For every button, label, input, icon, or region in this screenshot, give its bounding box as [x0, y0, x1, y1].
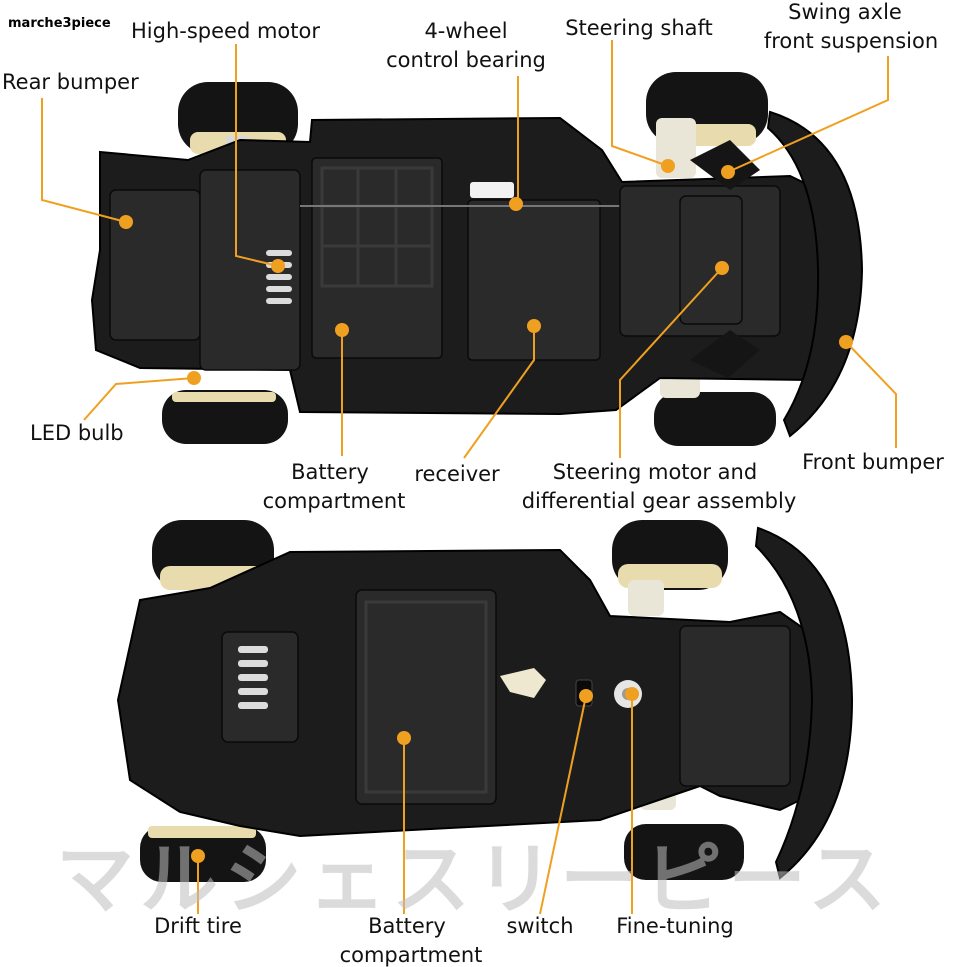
label-high-speed-motor: High-speed motor	[131, 19, 320, 43]
bottom-motor-spring	[238, 646, 268, 709]
label-battery-bottom-line2: compartment	[340, 943, 483, 967]
label-four-wheel-line2: control bearing	[386, 48, 546, 72]
leader-lines	[41, 40, 897, 915]
label-battery-top-line2: compartment	[263, 489, 406, 513]
label-fine-tuning: Fine-tuning	[616, 914, 734, 938]
label-front-bumper: Front bumper	[802, 450, 944, 474]
label-swing-axle-line2: front suspension	[764, 29, 938, 53]
label-battery-top-line1: Battery	[291, 460, 369, 484]
label-steering-motor-line2: differential gear assembly	[522, 489, 797, 513]
top-motor-spring	[266, 250, 292, 304]
label-drift-tire: Drift tire	[154, 914, 242, 938]
label-battery-bottom-line1: Battery	[368, 914, 446, 938]
label-receiver: receiver	[414, 462, 500, 486]
top-rear-right-wheel	[162, 390, 288, 444]
label-four-wheel-line1: 4-wheel	[424, 19, 507, 43]
label-steering-motor-line1: Steering motor and	[553, 460, 757, 484]
label-swing-axle-line1: Swing axle	[788, 0, 902, 24]
watermark-text: marche3piece	[8, 16, 111, 31]
label-switch: switch	[506, 914, 573, 938]
bottom-front-left-wheel	[612, 520, 728, 616]
japanese-watermark: マルシェスリーピース	[56, 835, 892, 925]
label-steering-shaft: Steering shaft	[565, 16, 713, 40]
label-rear-bumper: Rear bumper	[2, 70, 139, 94]
label-led-bulb: LED bulb	[30, 421, 124, 445]
top-chassis-illustration	[90, 72, 864, 446]
bottom-chassis-illustration	[116, 520, 854, 882]
